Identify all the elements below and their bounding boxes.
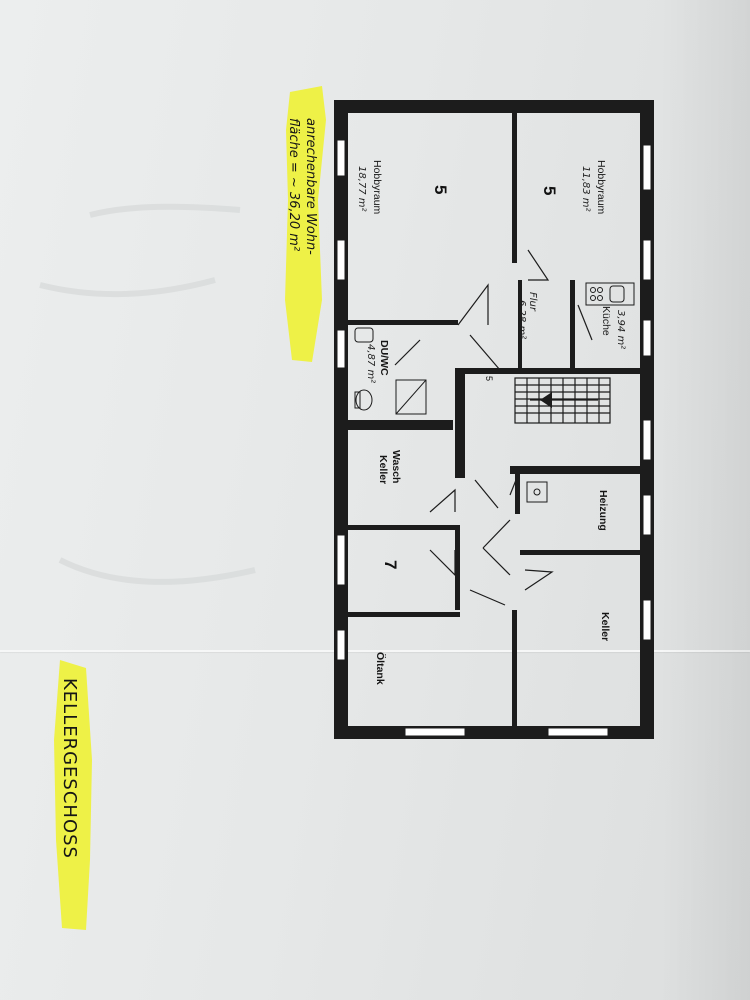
duwc-area: 4,87 m² bbox=[365, 344, 376, 383]
kueche-area: 3,94 m² bbox=[615, 310, 626, 349]
bathroom-fixtures bbox=[354, 327, 427, 415]
paper-shadow bbox=[660, 0, 750, 1000]
heizung-label: Heizung bbox=[597, 490, 609, 531]
hobbyraum-a-area: 11,83 m² bbox=[580, 166, 591, 212]
kueche-label: Küche bbox=[600, 306, 612, 336]
windows bbox=[336, 139, 652, 737]
faint-embossed-marks bbox=[39, 203, 256, 585]
stair-code: 5 bbox=[484, 376, 494, 381]
waschkeller-label-1: Wasch bbox=[390, 450, 402, 483]
door-swings bbox=[394, 249, 593, 606]
duwc-label: DU/WC bbox=[378, 340, 390, 376]
keller-label: Keller bbox=[599, 612, 611, 641]
area-note-line-1: anrechenbare Wohn- bbox=[303, 118, 318, 255]
plan-title: KELLERGESCHOSS bbox=[59, 678, 80, 859]
oeltank-label: Öltank bbox=[374, 652, 387, 685]
paper-fold-line bbox=[0, 650, 750, 652]
hobbyraum-a-code: 5 bbox=[540, 186, 559, 195]
flur-label: Flur bbox=[527, 292, 538, 312]
highlight-marks bbox=[54, 86, 326, 930]
interior-walls bbox=[348, 113, 640, 726]
staircase bbox=[514, 377, 611, 424]
area-note-line-2: fläche = ~ 36,20 m² bbox=[286, 118, 301, 251]
heating-fixture bbox=[526, 481, 548, 503]
hobbyraum-b-label: Hobbyraum bbox=[371, 160, 383, 215]
kitchen-fixtures bbox=[585, 282, 635, 306]
waschkeller-label-2: Keller bbox=[377, 455, 389, 484]
stair-arrow-icon bbox=[540, 392, 552, 408]
hobbyraum-a-label: Hobbyraum bbox=[595, 160, 607, 215]
hobbyraum-b-area: 18,77 m² bbox=[356, 166, 367, 212]
room-7-code: 7 bbox=[381, 560, 400, 569]
hobbyraum-b-code: 5 bbox=[431, 185, 450, 194]
flur-area: 6,28 m² bbox=[516, 300, 527, 339]
